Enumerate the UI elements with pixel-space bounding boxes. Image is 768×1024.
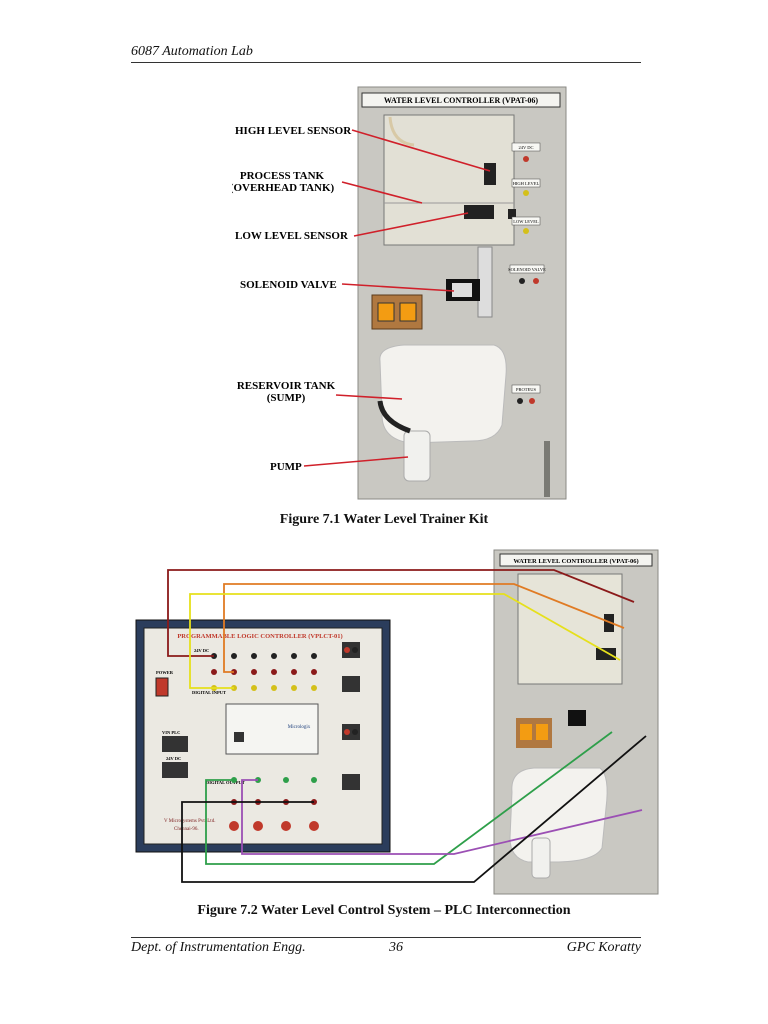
footer-department: Dept. of Instrumentation Engg. <box>131 940 306 955</box>
callout-lines <box>303 129 491 467</box>
high-level-sensor <box>484 163 496 185</box>
svg-text:SOLENOID VALVE: SOLENOID VALVE <box>240 279 337 291</box>
digital-output-terminals <box>229 777 319 831</box>
footer-page-number: 36 <box>389 940 403 955</box>
footer-college: GPC Koratty <box>566 940 641 955</box>
plc-title: PROGRAMMABLE LOGIC CONTROLLER (VPLCT-01) <box>177 633 342 640</box>
svg-text:(SUMP): (SUMP) <box>267 392 306 404</box>
pump <box>403 430 431 482</box>
header-rule <box>131 62 641 63</box>
svg-text:(OVERHEAD TANK): (OVERHEAD TANK) <box>232 182 335 194</box>
footer-rule <box>131 937 641 938</box>
svg-text:24V DC: 24V DC <box>166 756 181 761</box>
svg-text:LOW LEVEL: LOW LEVEL <box>513 219 539 224</box>
plc-module <box>225 703 319 755</box>
figure-7-2: PROGRAMMABLE LOGIC CONTROLLER (VPLCT-01)… <box>134 548 660 896</box>
interconnect-wires <box>167 569 647 883</box>
svg-text:LOW LEVEL SENSOR: LOW LEVEL SENSOR <box>235 230 349 242</box>
svg-text:SOLENOID VALVE: SOLENOID VALVE <box>508 267 546 272</box>
svg-text:HIGH LEVEL: HIGH LEVEL <box>513 181 540 186</box>
svg-text:RESERVOIR TANK: RESERVOIR TANK <box>237 380 336 392</box>
svg-text:PROCESS TANK: PROCESS TANK <box>240 170 325 182</box>
callout-labels: HIGH LEVEL SENSOR PROCESS TANK (OVERHEAD… <box>232 125 352 473</box>
terminal-column: 24V DC HIGH LEVEL LOW LEVEL SOLENOID VAL… <box>508 142 546 404</box>
svg-text:VIN PLC: VIN PLC <box>162 730 180 735</box>
svg-text:Chennai-96.: Chennai-96. <box>174 827 199 832</box>
figure-7-2-caption: Figure 7.2 Water Level Control System – … <box>197 903 571 918</box>
figure-7-1-caption: Figure 7.1 Water Level Trainer Kit <box>279 512 489 527</box>
svg-text:V Microsystems Pvt. Ltd.: V Microsystems Pvt. Ltd. <box>164 819 215 824</box>
svg-text:HIGH LEVEL SENSOR: HIGH LEVEL SENSOR <box>235 125 352 137</box>
svg-text:DIGITAL OUTPUT: DIGITAL OUTPUT <box>206 780 245 785</box>
reservoir-tank <box>379 344 507 444</box>
panel-title-2: WATER LEVEL CONTROLLER (VPAT-06) <box>513 558 638 565</box>
side-sockets <box>342 642 360 790</box>
svg-text:DIGITAL INPUT: DIGITAL INPUT <box>192 690 226 695</box>
low-level-sensor <box>464 205 494 219</box>
digital-input-terminals <box>211 653 317 691</box>
svg-text:24V DC: 24V DC <box>518 145 533 150</box>
figure-7-1: WATER LEVEL CONTROLLER (VPAT-06) 24V DC … <box>232 85 572 501</box>
power-switch <box>155 677 169 697</box>
page-header-title: 6087 Automation Lab <box>131 44 253 59</box>
svg-text:24V DC: 24V DC <box>194 648 209 653</box>
panel-title: WATER LEVEL CONTROLLER (VPAT-06) <box>384 96 539 105</box>
svg-text:PROTEUS: PROTEUS <box>516 387 537 392</box>
svg-text:PUMP: PUMP <box>270 461 302 473</box>
svg-text:POWER: POWER <box>156 670 174 675</box>
svg-text:Micrologix: Micrologix <box>288 725 311 730</box>
